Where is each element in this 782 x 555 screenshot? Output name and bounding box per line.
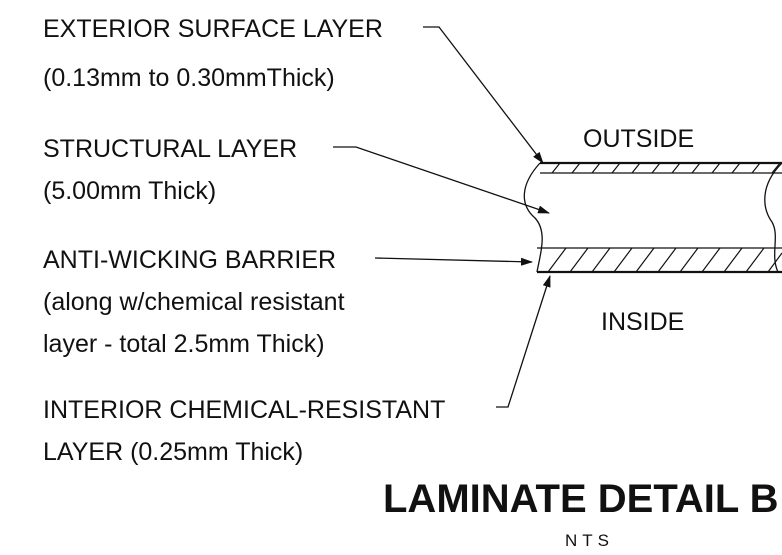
structural-label-line2: (5.00mm Thick) (43, 177, 216, 205)
interior-label-line2: LAYER (0.25mm Thick) (43, 438, 303, 466)
outside-label: OUTSIDE (583, 125, 694, 153)
structural-label-line1: STRUCTURAL LAYER (43, 135, 297, 163)
structural-leader (333, 146, 550, 214)
anti-wicking-label-line3: layer - total 2.5mm Thick) (43, 330, 325, 358)
inside-label: INSIDE (601, 308, 684, 336)
exterior-label-line2: (0.13mm to 0.30mmThick) (43, 64, 335, 92)
detail-title: LAMINATE DETAIL B (383, 477, 779, 521)
leader-lines (333, 26, 551, 408)
exterior-surface-layer-band (540, 161, 782, 174)
anti-wicking-label-line1: ANTI-WICKING BARRIER (43, 246, 336, 274)
interior-label-line1: INTERIOR CHEMICAL-RESISTANT (43, 396, 445, 424)
interior-leader (496, 275, 551, 408)
exterior-label-line1: EXTERIOR SURFACE LAYER (43, 15, 383, 43)
anti-wicking-leader (374, 257, 533, 266)
laminate-section (523, 161, 782, 274)
detail-scale-note: NTS (565, 531, 614, 550)
anti-wicking-label-line2: (along w/chemical resistant (43, 288, 345, 316)
anti-wicking-barrier-band (537, 247, 782, 274)
exterior-leader (423, 26, 544, 164)
right-break-line (764, 162, 782, 273)
left-break-line (523, 162, 543, 273)
